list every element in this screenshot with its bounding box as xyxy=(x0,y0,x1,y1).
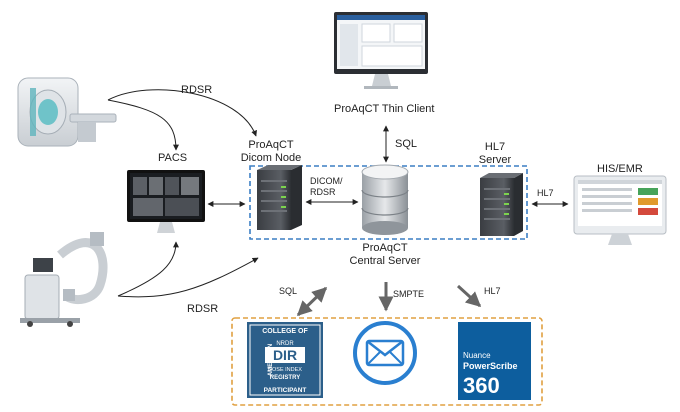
nrdr-dose-index-text: DOSE INDEX xyxy=(268,367,302,373)
nuance-brand-text: Nuance xyxy=(463,351,491,360)
rdsr-arrow-ct-to-dicom-node xyxy=(107,89,257,137)
hl7-nuance-arrow xyxy=(456,284,482,308)
ct-scanner-image xyxy=(17,77,117,147)
rdsr-bottom-label: RDSR xyxy=(187,303,219,315)
nrdr-participant-text: PARTICIPANT xyxy=(264,387,307,394)
thin-client-label: ProAqCT Thin Client xyxy=(334,103,435,115)
rdsr-top-label: RDSR xyxy=(181,84,213,96)
nuance-version-text: 360 xyxy=(463,373,500,398)
nuance-powerscribe-logo: Nuance PowerScribe 360 xyxy=(458,322,531,400)
nrdr-label-text: NRDR xyxy=(276,341,294,347)
nrdr-registry-text: REGISTRY xyxy=(270,375,300,381)
sql-nrdr-arrow xyxy=(296,286,328,317)
dicom-node-label-line1: ProAqCT xyxy=(248,139,294,151)
central-database-icon xyxy=(361,164,409,235)
nrdr-dir-logo: COLLEGE OF AMERICAN RADIOLOGY NRDR DIR D… xyxy=(247,322,331,398)
pacs-monitor-image xyxy=(127,170,205,233)
c-arm-image xyxy=(20,232,108,327)
central-server-label-line2: Central Server xyxy=(349,255,421,267)
nrdr-college-of-text: COLLEGE OF xyxy=(262,328,308,335)
hl7-server-label-line2: Server xyxy=(478,154,512,166)
sql-top-label: SQL xyxy=(395,138,418,150)
hl7-right-label: HL7 xyxy=(537,188,554,198)
sql-bottom-label: SQL xyxy=(279,286,298,296)
output-destinations-box xyxy=(231,317,543,406)
email-envelope-icon xyxy=(353,321,417,385)
hl7-server-label-line1: HL7 xyxy=(484,141,506,153)
central-server-label-line1: ProAqCT xyxy=(362,242,408,254)
thin-client-monitor-image xyxy=(334,12,428,89)
smpte-label: SMPTE xyxy=(393,289,425,299)
his-emr-label: HIS/EMR xyxy=(597,163,643,175)
dicom-rdsr-label-line1: DICOM/ xyxy=(310,176,343,186)
dicom-node-server-image xyxy=(257,165,302,230)
nrdr-dir-text: DIR xyxy=(273,347,297,363)
hl7-server-image xyxy=(480,173,523,236)
dicom-node-label-line2: Dicom Node xyxy=(240,152,302,164)
rdsr-arrow-ct-to-pacs xyxy=(107,99,179,151)
nuance-product-text: PowerScribe xyxy=(463,361,518,371)
nrdr-radiology-text: RADIOLOGY xyxy=(325,342,331,378)
rdsr-arrow-carm-to-pacs xyxy=(117,241,179,297)
hl7-bottom-label: HL7 xyxy=(484,286,501,296)
his-emr-monitor-image xyxy=(573,175,667,245)
rdsr-arrow-carm-to-dicom-node xyxy=(117,257,259,298)
pacs-label: PACS xyxy=(158,152,188,164)
dicom-rdsr-label-line2: RDSR xyxy=(310,187,336,197)
